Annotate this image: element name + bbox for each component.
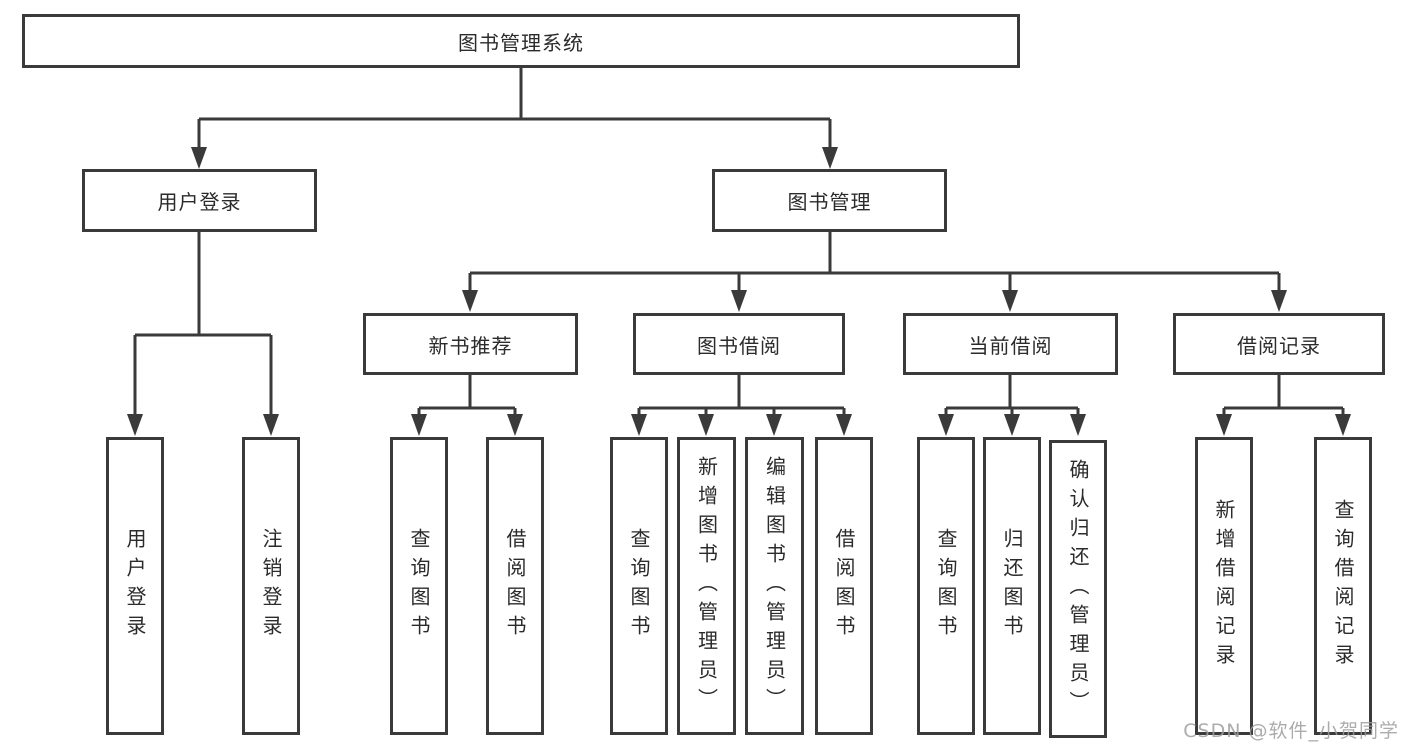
node-borrow-records: 借阅记录 bbox=[1173, 313, 1385, 375]
arrowhead bbox=[263, 414, 279, 436]
arrowhead bbox=[1004, 414, 1020, 436]
arrowhead bbox=[631, 414, 647, 436]
connector-bookborrow-to-leaves bbox=[637, 375, 846, 418]
arrowhead bbox=[1271, 290, 1287, 312]
arrowhead bbox=[1002, 290, 1018, 312]
leaf-borrow-query-books: 查询图书 bbox=[610, 437, 668, 735]
leaf-borrow-edit-books-admin: 编辑图书（管理员） bbox=[745, 437, 804, 735]
leaf-current-return-books: 归还图书 bbox=[983, 437, 1041, 735]
connector-root-to-level2 bbox=[197, 68, 832, 150]
node-current-borrow: 当前借阅 bbox=[903, 313, 1118, 375]
arrowhead bbox=[836, 414, 852, 436]
arrowheads bbox=[127, 147, 1351, 436]
connector-currentborrow-to-leaves bbox=[944, 375, 1080, 418]
leaf-borrow-add-books-admin: 新增图书（管理员） bbox=[677, 437, 736, 735]
arrowhead bbox=[766, 414, 782, 436]
connector-records-to-leaves bbox=[1222, 375, 1345, 418]
arrowhead bbox=[507, 414, 523, 436]
arrowhead bbox=[731, 290, 747, 312]
arrowhead bbox=[127, 414, 143, 436]
arrowhead bbox=[1070, 414, 1086, 436]
csdn-watermark: CSDN @软件_小贺同学 bbox=[1183, 720, 1399, 742]
leaf-records-query-record: 查询借阅记录 bbox=[1314, 437, 1372, 735]
leaf-user-login: 用户登录 bbox=[106, 437, 164, 735]
node-new-book-recommend: 新书推荐 bbox=[363, 313, 578, 375]
leaf-recommend-query-books: 查询图书 bbox=[390, 437, 448, 735]
leaf-borrow-borrow-books: 借阅图书 bbox=[815, 437, 873, 735]
leaf-current-query-books: 查询图书 bbox=[917, 437, 975, 735]
leaf-recommend-borrow-books: 借阅图书 bbox=[486, 437, 544, 735]
connector-newbook-to-leaves bbox=[417, 375, 517, 418]
connector-userlogin-to-leaves bbox=[133, 232, 273, 417]
node-root-system: 图书管理系统 bbox=[22, 14, 1020, 68]
node-book-management: 图书管理 bbox=[712, 169, 947, 232]
leaf-logout: 注销登录 bbox=[242, 437, 300, 735]
arrowhead bbox=[822, 147, 838, 169]
node-user-login: 用户登录 bbox=[82, 169, 317, 232]
arrowhead bbox=[938, 414, 954, 436]
leaf-records-add-record: 新增借阅记录 bbox=[1195, 437, 1253, 735]
arrowhead bbox=[191, 147, 207, 169]
node-book-borrow: 图书借阅 bbox=[633, 313, 845, 375]
arrowhead bbox=[462, 290, 478, 312]
arrowhead bbox=[1216, 414, 1232, 436]
connector-bookmgmt-to-level3 bbox=[468, 232, 1281, 293]
arrowhead bbox=[1335, 414, 1351, 436]
arrowhead bbox=[698, 414, 714, 436]
arrowhead bbox=[411, 414, 427, 436]
leaf-current-confirm-return-admin: 确认归还（管理员） bbox=[1049, 440, 1107, 738]
